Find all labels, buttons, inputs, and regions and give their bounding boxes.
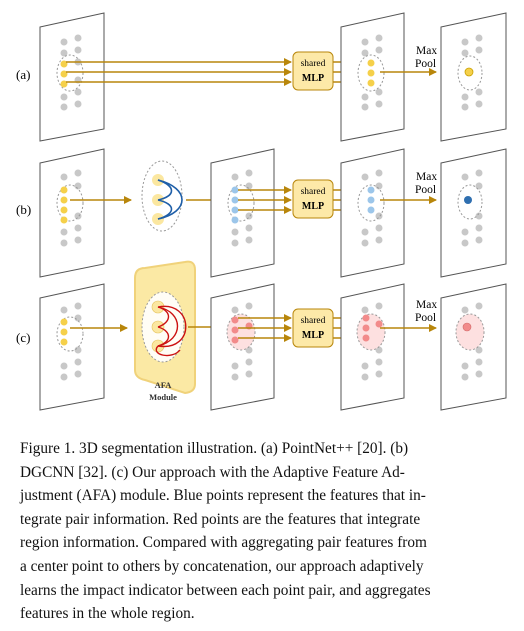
pooled-plane-a: [440, 12, 507, 142]
svg-text:Pool: Pool: [415, 312, 436, 324]
svg-text:MLP: MLP: [302, 73, 324, 84]
svg-text:Module: Module: [149, 392, 177, 402]
pooled-plane-b: [440, 148, 507, 278]
input-plane-c: [39, 283, 105, 411]
row-label-a: (a): [16, 67, 30, 82]
edge-feature-plane-b: [210, 148, 275, 278]
feature-plane-a: [340, 12, 405, 142]
pooled-plane-c: [440, 283, 507, 411]
mlp-box-c: shared MLP: [292, 308, 334, 348]
mlp-box-a: shared MLP: [292, 51, 334, 91]
row-label-b: (b): [16, 202, 31, 217]
row-label-c: (c): [16, 330, 30, 345]
max-pool-label-c: Max: [416, 299, 437, 311]
afa-label: AFA: [155, 380, 173, 390]
svg-text:shared: shared: [301, 59, 326, 69]
arrows-to-mlp-a: [66, 58, 292, 86]
caption-line: tegrate pair information. Red points are…: [20, 510, 421, 528]
feature-plane-b: [340, 148, 405, 278]
arrows-to-mlp-b: [238, 186, 292, 214]
arrows-to-mlp-c: [238, 314, 292, 342]
figure-caption: Figure 1. 3D segmentation illustration. …: [20, 437, 508, 626]
feature-plane-c: [340, 283, 405, 411]
svg-text:Pool: Pool: [415, 58, 436, 70]
caption-line: learns the impact indicator between each…: [20, 581, 431, 599]
max-pool-label-a: Max: [416, 45, 437, 57]
row-b: (b): [16, 148, 507, 278]
caption-line: region information. Compared with aggreg…: [20, 534, 427, 552]
segmentation-diagram: (a) shared MLP: [16, 12, 507, 411]
edge-graph-b: [141, 160, 183, 232]
region-feature-plane-c: [210, 283, 275, 411]
caption-line: DGCNN [32]. (c) Our approach with the Ad…: [20, 463, 405, 481]
caption-line: Figure 1. 3D segmentation illustration. …: [20, 440, 409, 457]
svg-text:MLP: MLP: [302, 201, 324, 212]
mlp-box-b: shared MLP: [292, 179, 334, 219]
caption-line: a center point to others by concatenatio…: [20, 557, 424, 575]
caption-line: features in the whole region.: [20, 605, 195, 623]
row-a: (a) shared MLP: [16, 12, 507, 142]
svg-text:MLP: MLP: [302, 330, 324, 341]
row-c: (c): [16, 260, 507, 411]
input-plane-a: [39, 12, 105, 142]
svg-text:shared: shared: [301, 187, 326, 197]
afa-module: AFA Module: [134, 260, 196, 402]
svg-text:Pool: Pool: [415, 184, 436, 196]
max-pool-label-b: Max: [416, 171, 437, 183]
svg-text:shared: shared: [301, 316, 326, 326]
input-plane-b: [39, 148, 105, 278]
caption-line: justment (AFA) module. Blue points repre…: [20, 487, 426, 505]
